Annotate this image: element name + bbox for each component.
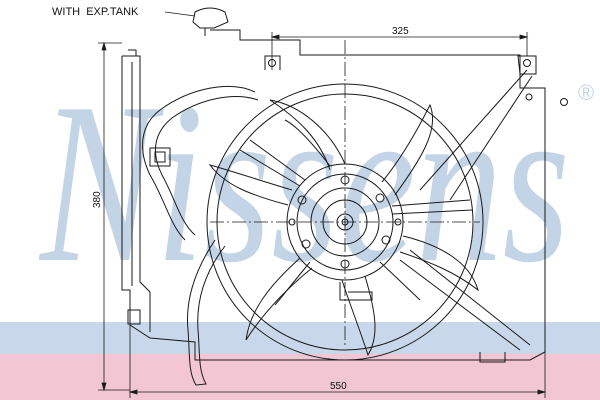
registered-mark: ® <box>578 80 594 105</box>
lower-bracket <box>339 282 373 301</box>
frame-strut-bottom <box>399 249 531 351</box>
hose-clip <box>149 147 171 167</box>
left-bracket <box>122 49 141 70</box>
mount-hole-far-right <box>560 98 568 106</box>
lower-hose <box>186 239 226 386</box>
mount-spokes <box>239 139 473 306</box>
lower-left-tab <box>127 309 141 325</box>
pink-band <box>0 354 600 400</box>
frame-strut-right <box>419 69 533 201</box>
fan-blade <box>341 275 376 357</box>
fan-blade <box>208 164 293 206</box>
shroud-inner <box>131 62 151 332</box>
fan-blade <box>284 119 331 167</box>
dimensions <box>98 11 547 398</box>
dimension-top-width: 325 <box>392 26 409 37</box>
fan-blade <box>381 103 434 196</box>
svg-text:Nissens: Nissens <box>38 55 570 310</box>
coolant-hose <box>142 86 256 241</box>
blue-band <box>0 322 600 354</box>
fan-blade <box>269 99 346 171</box>
bottom-lip <box>479 352 506 363</box>
mount-hole-right <box>523 59 531 67</box>
dimension-overall-width: 550 <box>330 381 347 392</box>
watermark: Nissens ® <box>38 55 594 310</box>
fan-blade <box>399 235 479 292</box>
center-lines <box>210 40 480 345</box>
callout-label: WITH EXP.TANK <box>52 6 139 18</box>
expansion-tank <box>192 7 229 29</box>
dimension-height: 380 <box>92 191 103 208</box>
